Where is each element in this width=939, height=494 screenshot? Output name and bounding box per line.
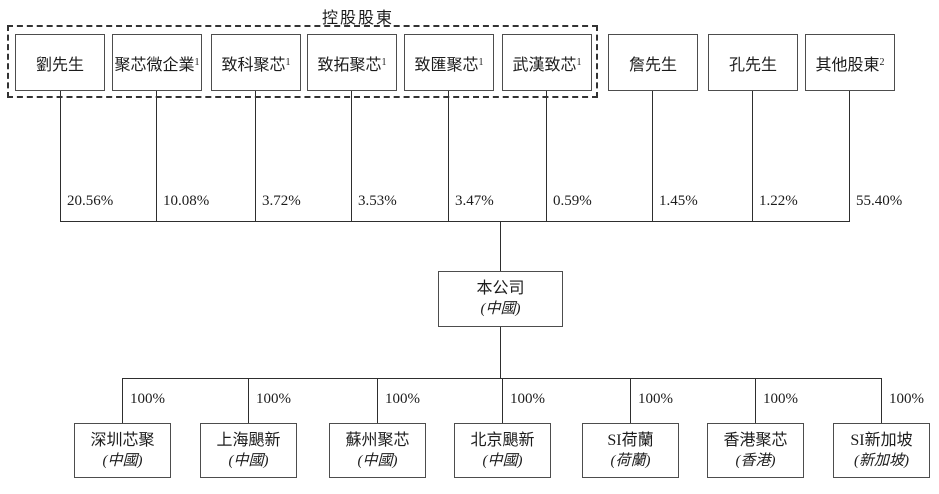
shareholder-name: 詹先生 (628, 56, 677, 74)
ownership-pct: 3.53% (358, 193, 397, 209)
subsidiary-name: 北京颶新 (470, 431, 535, 449)
subsidiary-box-beijing: 北京颶新 (中國) (454, 423, 551, 478)
stake-pct: 100% (763, 391, 798, 407)
company-box: 本公司 (中國) (438, 271, 563, 327)
stake-pct: 100% (130, 391, 165, 407)
ownership-pct: 0.59% (553, 193, 592, 209)
controlling-shareholders-dashed-frame (7, 25, 598, 98)
subsidiary-jurisdiction: (中國) (228, 452, 269, 469)
company-name: 本公司 (476, 280, 525, 297)
shareholder-name: 其他股東 (815, 56, 880, 74)
shareholder-name: 致科聚芯 (221, 56, 286, 74)
ownership-pct: 3.72% (262, 193, 301, 209)
ownership-pct: 20.56% (67, 193, 114, 209)
subsidiary-box-shenzhen: 深圳芯聚 (中國) (74, 423, 171, 478)
subsidiary-name: 上海颶新 (216, 431, 281, 449)
subsidiary-box-suzhou: 蘇州聚芯 (中國) (329, 423, 426, 478)
subsidiary-jurisdiction: (新加坡) (854, 452, 909, 469)
shareholder-box-liu: 劉先生 (15, 34, 105, 91)
shareholder-name: 聚芯微企業 (114, 56, 195, 74)
stake-pct: 100% (638, 391, 673, 407)
subsidiary-connectors (122, 325, 882, 423)
subsidiary-name: SI新加坡 (850, 431, 913, 449)
stake-pct: 100% (385, 391, 420, 407)
stake-pct: 100% (256, 391, 291, 407)
stake-pct: 100% (889, 391, 924, 407)
shareholder-box-zhan: 詹先生 (608, 34, 698, 91)
subsidiary-jurisdiction: (中國) (102, 452, 143, 469)
subsidiary-jurisdiction: (香港) (735, 452, 776, 469)
subsidiary-jurisdiction: (中國) (482, 452, 523, 469)
company-jurisdiction: (中國) (480, 301, 521, 317)
subsidiary-box-si-netherlands: SI荷蘭 (荷蘭) (582, 423, 679, 478)
ownership-pct: 3.47% (455, 193, 494, 209)
stake-pct: 100% (510, 391, 545, 407)
subsidiary-name: SI荷蘭 (607, 431, 654, 449)
subsidiary-name: 蘇州聚芯 (345, 431, 410, 449)
subsidiary-box-si-singapore: SI新加坡 (新加坡) (833, 423, 930, 478)
subsidiary-jurisdiction: (荷蘭) (610, 452, 651, 469)
subsidiary-box-hongkong: 香港聚芯 (香港) (707, 423, 804, 478)
shareholder-name: 劉先生 (35, 56, 84, 74)
shareholder-name: 致匯聚芯 (414, 56, 479, 74)
ownership-pct: 1.45% (659, 193, 698, 209)
shareholder-name: 武漢致芯 (512, 56, 577, 74)
shareholder-connectors (60, 89, 850, 271)
shareholder-name: 孔先生 (728, 56, 777, 74)
subsidiary-box-shanghai: 上海颶新 (中國) (200, 423, 297, 478)
subsidiary-name: 香港聚芯 (723, 431, 788, 449)
shareholder-box-kong: 孔先生 (708, 34, 798, 91)
group-label-controlling-shareholders: 控股股東 (321, 10, 394, 27)
ownership-pct: 10.08% (163, 193, 210, 209)
subsidiary-name: 深圳芯聚 (90, 431, 155, 449)
shareholder-name: 致拓聚芯 (317, 56, 382, 74)
ownership-pct: 1.22% (759, 193, 798, 209)
ownership-pct: 55.40% (856, 193, 903, 209)
subsidiary-jurisdiction: (中國) (357, 452, 398, 469)
